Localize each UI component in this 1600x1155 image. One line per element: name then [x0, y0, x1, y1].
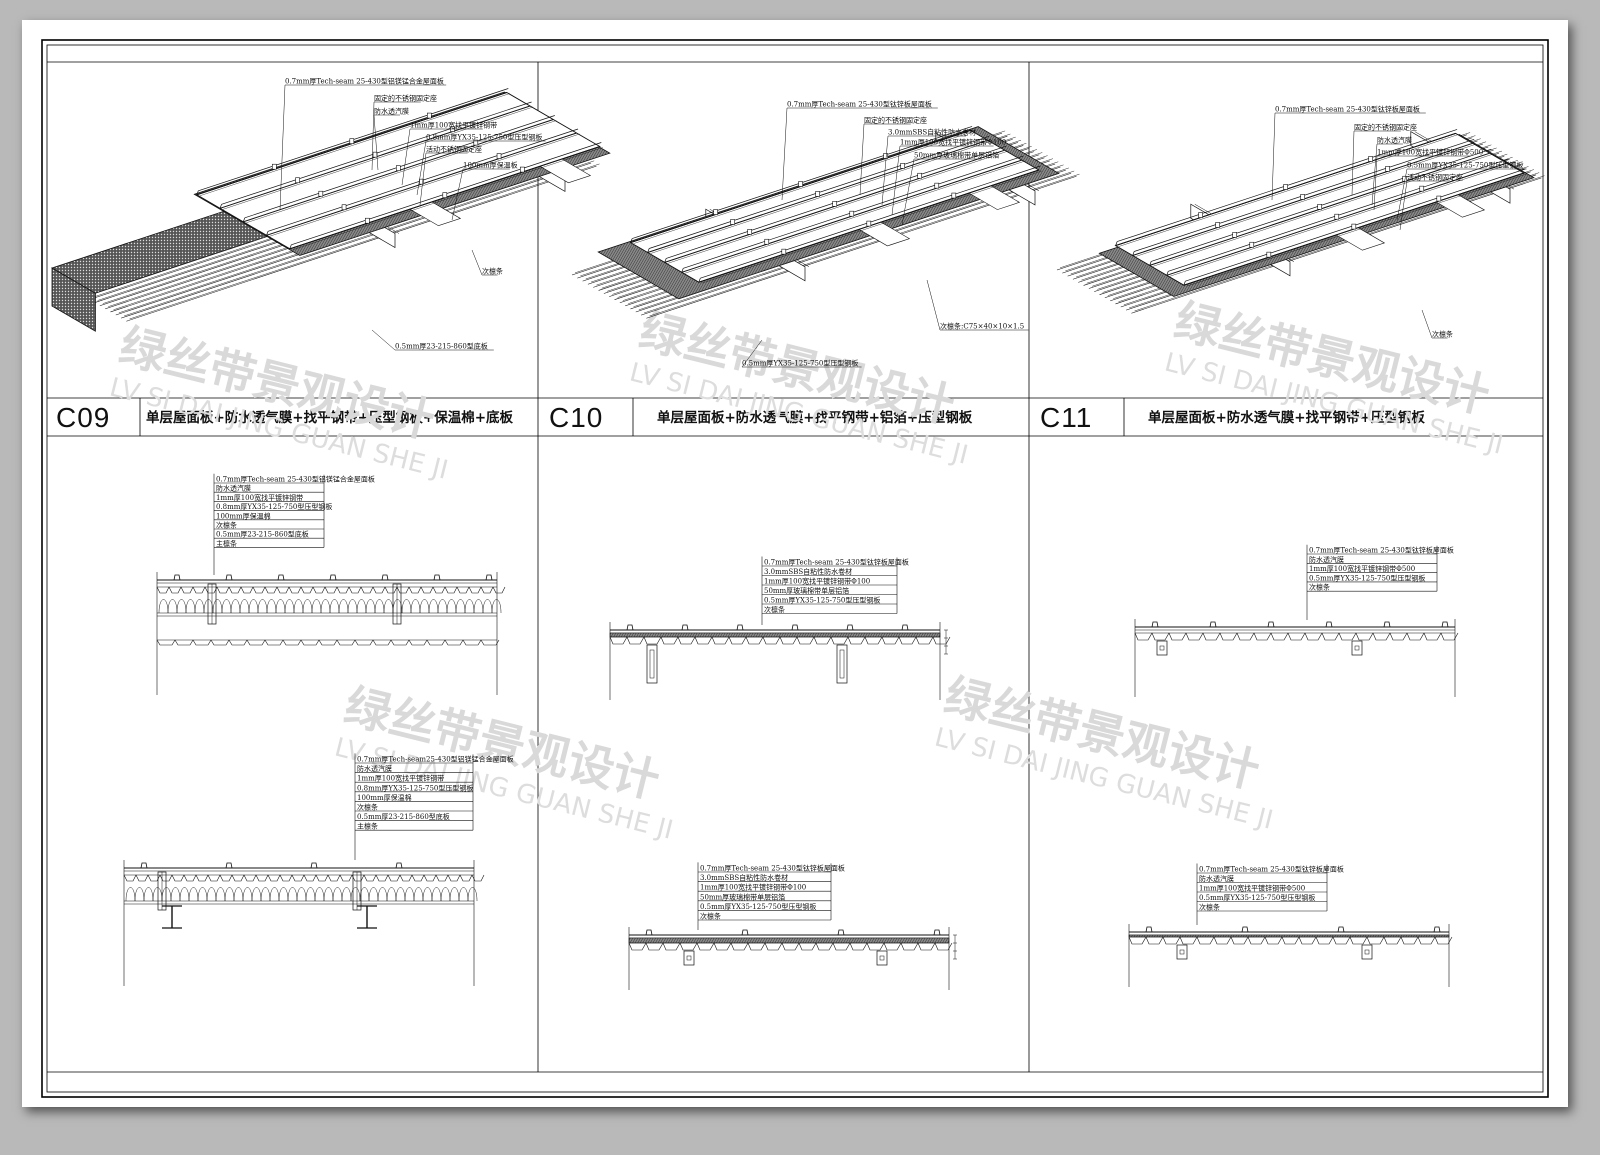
callout-label: 1mm厚100宽找平镀锌钢带Φ500 [1309, 564, 1415, 573]
callout-label: 0.5mm厚YX35-125-750型压型钢板 [764, 596, 880, 605]
callout-label: 防水透汽膜 [216, 484, 251, 493]
callout-label: 0.8mm厚YX35-125-750型压型钢板 [357, 783, 473, 792]
callout-label: 0.8mm厚YX35-125-750型压型钢板 [216, 502, 332, 511]
section-c10-a: 0.7mm厚Tech-seam 25-430型钛锌板屋面板3.0mmSBS自粘性… [609, 556, 951, 700]
callout-label: 1mm厚100宽找平镀锌钢带Φ500 [1377, 148, 1483, 157]
section-c09-b: 0.7mm厚Tech-seam25-430型铝镁锰合金屋面板防水透汽膜1mm厚1… [123, 753, 514, 986]
detail-drawing: C09 单层屋面板+防水透气膜+找平钢带+压型钢板+保温棉+底板 C10 单层屋… [41, 39, 1549, 1098]
iso-c11: 0.7mm厚Tech-seam 25-430型钛锌板屋面板固定的不锈钢固定座防水… [1056, 105, 1545, 339]
callout-label: 3.0mmSBS自粘性防水卷材 [764, 567, 852, 576]
iso-c09: 0.7mm厚Tech-seam 25-430型铝镁锰合金屋面板固定的不锈钢固定座… [51, 77, 611, 351]
callout-label: 次檩条 [700, 912, 721, 921]
panel-caption-c09: 单层屋面板+防水透气膜+找平钢带+压型钢板+保温棉+底板 [146, 409, 514, 426]
callout-label: 1mm厚100宽找平镀锌钢带Φ100 [900, 138, 1006, 147]
callout-label: 防水透汽膜 [1377, 136, 1412, 145]
callout-label: 0.7mm厚Tech-seam 25-430型钛锌板屋面板 [764, 558, 909, 567]
callout-label: 1mm厚100宽找平镀锌钢带Φ100 [700, 883, 806, 892]
callout-label: 固定的不锈钢固定座 [374, 94, 437, 103]
callout-label: 0.5mm厚YX35-125-750型压型钢板 [1199, 893, 1315, 902]
inner-border [46, 44, 1544, 1093]
callout-label: 0.5mm厚YX35-125-750型压型钢板 [1407, 161, 1523, 170]
callout-label: 0.7mm厚Tech-seam 25-430型钛锌板屋面板 [700, 864, 845, 873]
callout-label: 固定的不锈钢固定座 [1354, 123, 1417, 132]
panel-caption-c11: 单层屋面板+防水透气膜+找平钢带+压型钢板 [1148, 409, 1425, 426]
callout-label: 防水透汽膜 [374, 107, 409, 116]
callout-label: 次檩条:C75×40×10×1.5 [940, 322, 1024, 331]
callout-label: 0.5mm厚23-215-860型底板 [216, 530, 309, 539]
callout-label: 0.8mm厚YX35-125-750型压型钢板 [426, 133, 542, 142]
panel-code-c09: C09 [56, 402, 110, 433]
callout-label: 100mm厚保温棉 [357, 793, 412, 802]
callout-label: 次檩条 [764, 605, 785, 614]
callout-label: 0.7mm厚Tech-seam 25-430型钛锌板屋面板 [787, 100, 932, 109]
callout-label: 0.5mm厚YX35-125-750型压型钢板 [1309, 573, 1425, 582]
callout-label: 0.7mm厚Tech-seam 25-430型铝镁锰合金屋面板 [216, 475, 375, 484]
callout-label: 防水透汽膜 [1199, 874, 1234, 883]
callout-label: 1mm厚100宽找平镀锌钢带 [357, 774, 444, 783]
callout-label: 0.7mm厚Tech-seam 25-430型钛锌板屋面板 [1199, 865, 1344, 874]
section-c10-b: 0.7mm厚Tech-seam 25-430型钛锌板屋面板3.0mmSBS自粘性… [628, 862, 957, 990]
section-c09-a: 0.7mm厚Tech-seam 25-430型铝镁锰合金屋面板防水透汽膜1mm厚… [156, 473, 506, 695]
callout-label: 100mm厚保温板 [463, 161, 518, 170]
callout-label: 50mm厚玻璃棉带单层铝箔 [764, 586, 849, 595]
callout-label: 50mm厚玻璃棉带单层铝箔 [914, 151, 999, 160]
callout-label: 1mm厚100宽找平镀锌钢带Φ100 [764, 577, 870, 586]
callout-label: 次檩条 [357, 803, 378, 812]
panel-code-c10: C10 [549, 402, 603, 433]
panel-caption-c10: 单层屋面板+防水透气膜+找平钢带+铝箔+压型钢板 [657, 409, 973, 426]
callout-label: 主檩条 [357, 822, 378, 831]
callout-label: 活动不锈钢固定座 [1407, 173, 1463, 182]
callout-label: 防水透汽膜 [1309, 555, 1344, 564]
callout-label: 0.7mm厚Tech-seam 25-430型钛锌板屋面板 [1309, 546, 1454, 555]
callout-label: 100mm厚保温棉 [216, 511, 271, 520]
callout-label: 3.0mmSBS自粘性防水卷材 [700, 873, 788, 882]
callout-label: 0.5mm厚23-215-860型底板 [395, 342, 488, 351]
callout-label: 0.5mm厚YX35-125-750型压型钢板 [742, 359, 858, 368]
callout-label: 次檩条 [482, 267, 503, 276]
callout-label: 次檩条 [1432, 330, 1453, 339]
section-c11-a: 0.7mm厚Tech-seam 25-430型钛锌板屋面板防水透汽膜1mm厚10… [1134, 544, 1459, 697]
drawing-sheet: C09 单层屋面板+防水透气膜+找平钢带+压型钢板+保温棉+底板 C10 单层屋… [22, 20, 1568, 1107]
callout-label: 0.7mm厚Tech-seam 25-430型铝镁锰合金屋面板 [285, 77, 444, 86]
callout-label: 3.0mmSBS自粘性防水卷材 [888, 128, 976, 137]
callout-label: 0.7mm厚Tech-seam25-430型铝镁锰合金屋面板 [357, 755, 514, 764]
panel-code-c11: C11 [1040, 402, 1092, 433]
callout-label: 0.5mm厚YX35-125-750型压型钢板 [700, 902, 816, 911]
callout-label: 0.7mm厚Tech-seam 25-430型钛锌板屋面板 [1275, 105, 1420, 114]
outer-border [41, 39, 1549, 1098]
callout-label: 防水透汽膜 [357, 764, 392, 773]
callout-label: 1mm厚100宽找平镀锌钢带 [410, 121, 497, 130]
callout-label: 次檩条 [216, 521, 237, 530]
callout-label: 次檩条 [1309, 583, 1330, 592]
callout-label: 1mm厚100宽找平镀锌钢带 [216, 493, 303, 502]
callout-label: 50mm厚玻璃棉带单层铝箔 [700, 892, 785, 901]
callout-label: 0.5mm厚23-215-860型底板 [357, 812, 450, 821]
callout-label: 活动不锈钢固定座 [426, 145, 482, 154]
section-c11-b: 0.7mm厚Tech-seam 25-430型钛锌板屋面板防水透汽膜1mm厚10… [1128, 863, 1453, 987]
callout-label: 固定的不锈钢固定座 [864, 116, 927, 125]
callout-label: 次檩条 [1199, 903, 1220, 912]
callout-label: 1mm厚100宽找平镀锌钢带Φ500 [1199, 884, 1305, 893]
callout-label: 主檩条 [216, 539, 237, 548]
